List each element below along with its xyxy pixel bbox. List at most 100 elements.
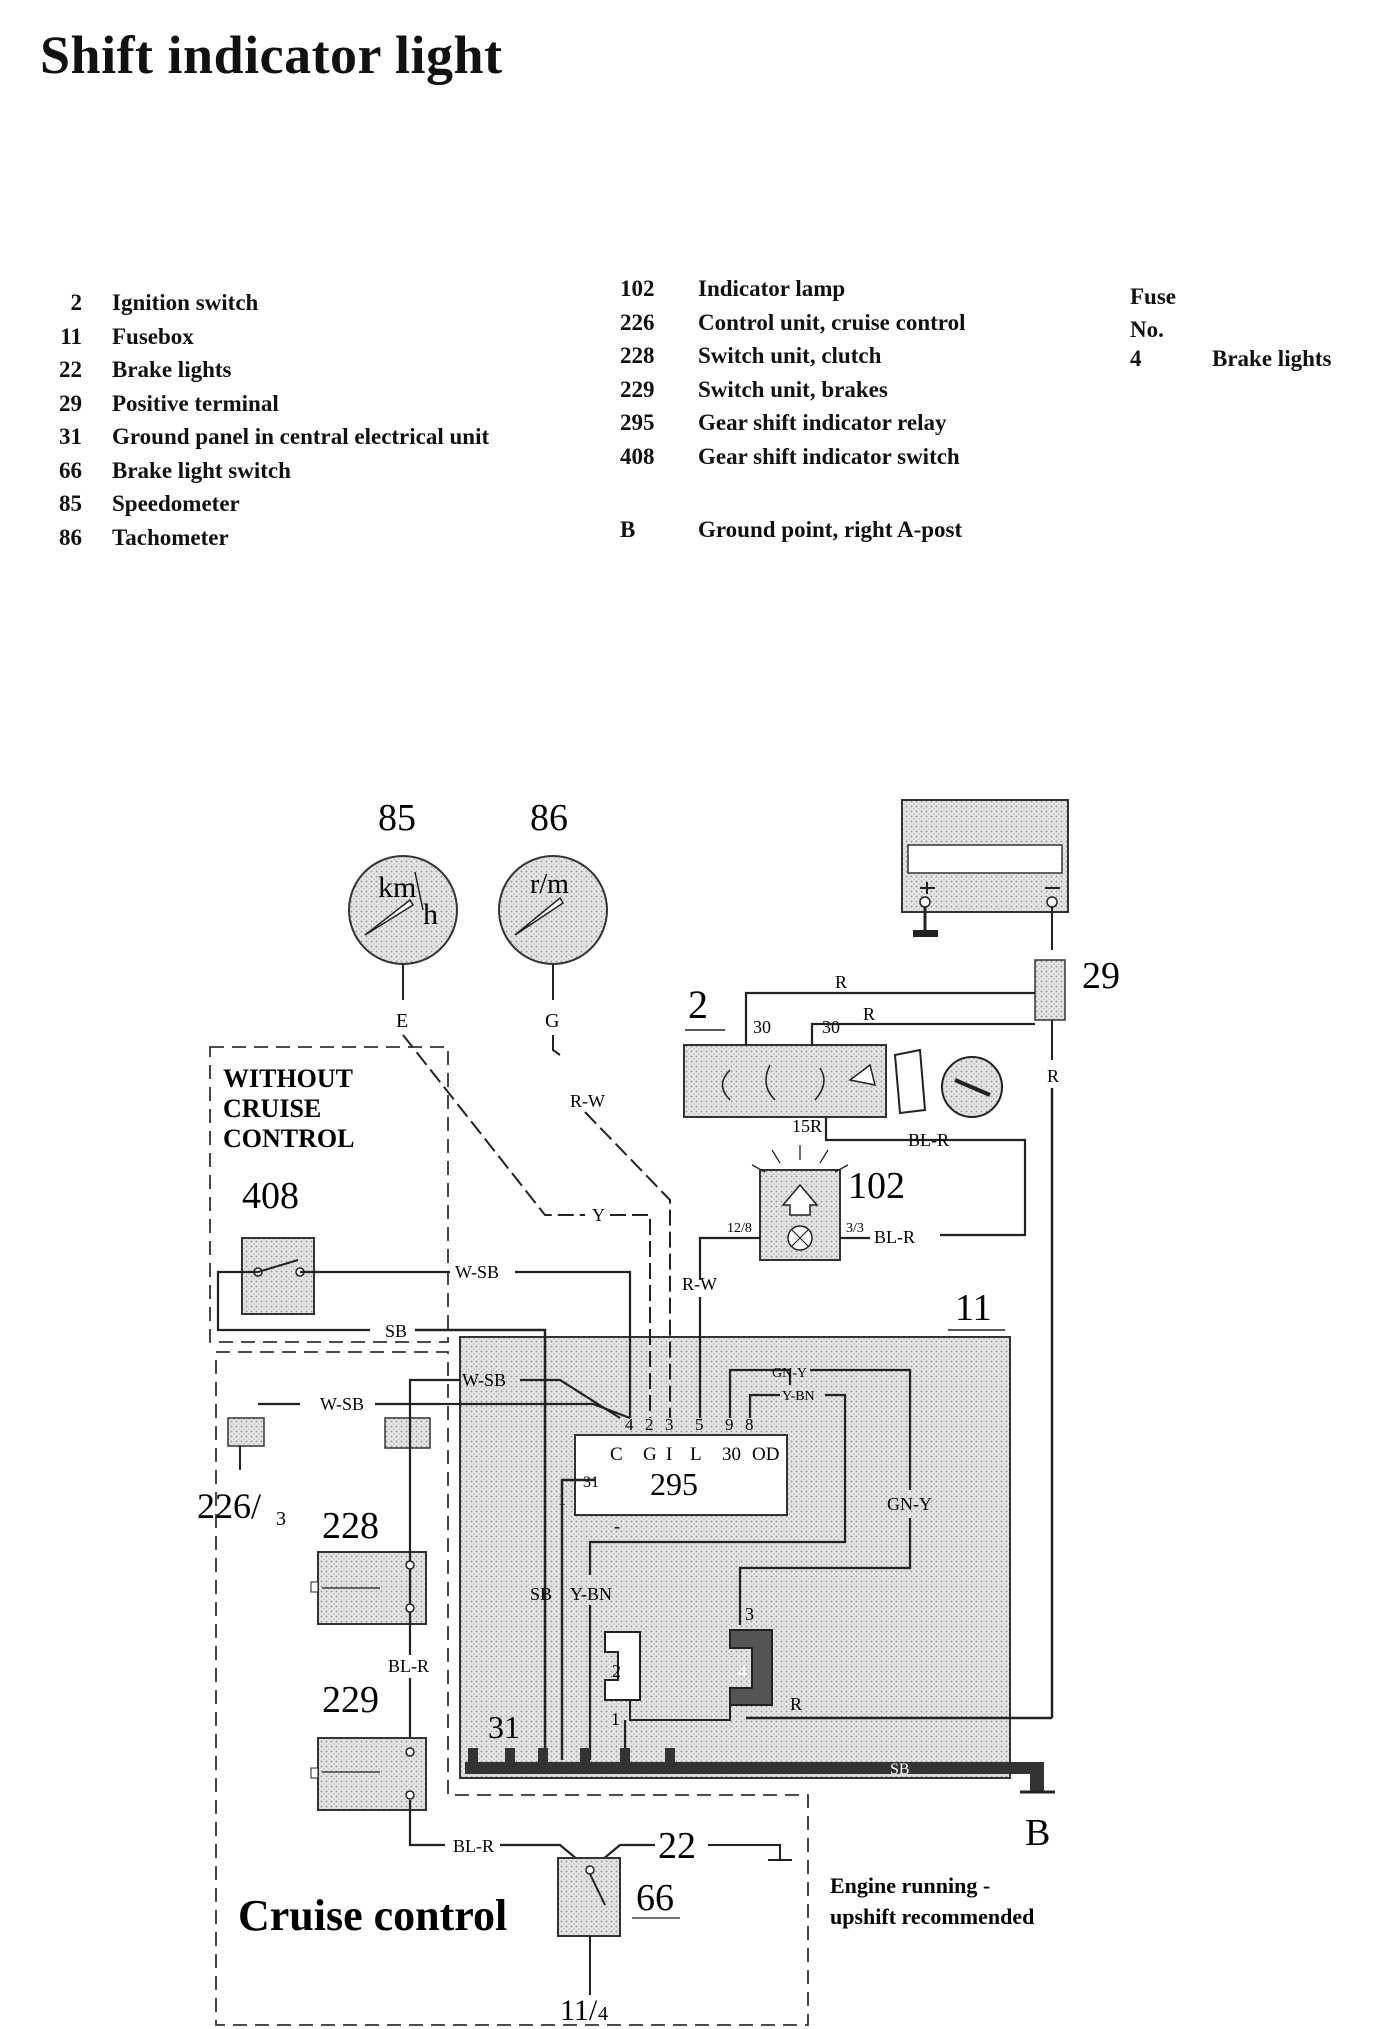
legend-item-label: Switch unit, brakes xyxy=(698,376,888,402)
legend-item-ground-point: B Ground point, right A-post xyxy=(620,517,1040,551)
wire-label-bl-r-3: BL-R xyxy=(388,1656,429,1676)
legend-item-label: Tachometer xyxy=(112,524,229,550)
fuse-number: 4 xyxy=(1130,346,1142,371)
connector-pin-2: 2 xyxy=(612,1661,621,1681)
fuse-11-4-label: 11/ xyxy=(560,1994,598,2027)
cruise-control-label: Cruise control xyxy=(238,1891,507,1940)
legend-item: 86 Tachometer xyxy=(40,525,580,559)
legend-item-label: Ground panel in central electrical unit xyxy=(112,424,490,449)
wire-label-sb-2: SB xyxy=(530,1584,552,1604)
relay-pin-number: 2 xyxy=(645,1415,654,1434)
legend-item-number: 22 xyxy=(59,357,82,382)
wire-label-y: Y xyxy=(592,1205,605,1225)
legend-item-label: Brake lights xyxy=(112,357,232,382)
legend-item-label: Switch unit, clutch xyxy=(698,343,882,368)
legend-item-number: 229 xyxy=(620,376,655,402)
relay-pin-number: 5 xyxy=(695,1415,704,1434)
without-cruise-label-1: WITHOUT xyxy=(223,1064,353,1093)
lamp-pin-12-8: 12/8 xyxy=(727,1221,752,1236)
legend-item: 11 Fusebox xyxy=(40,324,580,358)
legend-item: 22 Brake lights xyxy=(40,357,580,391)
legend-item-number: 86 xyxy=(59,524,82,550)
legend-item: 85 Speedometer xyxy=(40,491,580,525)
relay-dash: - xyxy=(614,1516,620,1536)
tachometer-pin-g: G xyxy=(545,1010,559,1032)
legend-item-number: 102 xyxy=(620,276,655,301)
relay-pin-number: 3 xyxy=(665,1415,674,1434)
legend-item-number: B xyxy=(620,517,636,542)
legend-item-label: Speedometer xyxy=(112,491,240,516)
wire-label-sb-3: SB xyxy=(890,1761,910,1778)
positive-terminal xyxy=(1034,959,1066,1021)
connector-pin-4: 4 xyxy=(738,1661,747,1681)
relay-pin-letter: 30 xyxy=(722,1444,741,1465)
relay-pin-letter: C xyxy=(610,1444,623,1465)
brake-light-switch-number: 66 xyxy=(636,1877,674,1919)
wire-label-bl-r-4: BL-R xyxy=(453,1836,494,1856)
legend-item-label: Ground point, right A-post xyxy=(698,517,963,542)
wire-label-gn-y-1: GN-Y xyxy=(772,1366,807,1381)
without-cruise-box xyxy=(209,1046,449,1343)
wire-label-r-3: R xyxy=(863,1004,875,1024)
wire-label-w-sb-1: W-SB xyxy=(455,1262,499,1282)
wire-label-r-2: R xyxy=(835,972,847,992)
ignition-pin-30b: 30 xyxy=(822,1017,840,1037)
fuse-heading-2: No. xyxy=(1130,317,1164,342)
without-cruise-label-3: CONTROL xyxy=(223,1124,354,1153)
tachometer-rm: r/m xyxy=(530,869,569,900)
brake-lights-number: 22 xyxy=(658,1825,696,1867)
fuse-11-4-sub: 4 xyxy=(598,2003,608,2025)
connector-pin-3: 3 xyxy=(745,1604,754,1624)
legend-item-label: Control unit, cruise control xyxy=(698,309,966,335)
speedometer-pin-e: E xyxy=(396,1010,408,1032)
fuse-heading-1: Fuse xyxy=(1130,284,1176,309)
legend-fuse: Fuse No. 4 Brake lights xyxy=(1130,280,1370,379)
legend-item-label: Fusebox xyxy=(112,323,194,349)
legend-item-number: 228 xyxy=(620,343,655,368)
legend-item-number: 85 xyxy=(59,491,82,516)
legend-item-number: 2 xyxy=(70,290,83,315)
relay-number: 295 xyxy=(650,1466,698,1502)
wire-label-r-w-1: R-W xyxy=(570,1091,605,1111)
indicator-lamp-number: 102 xyxy=(848,1165,905,1207)
switch-408-number: 408 xyxy=(242,1175,299,1217)
wire-label-r-w-2: R-W xyxy=(682,1274,717,1294)
legend-item-number: 11 xyxy=(60,323,82,349)
up-arrow-icon xyxy=(781,1183,819,1216)
lamp-pin-3-3: 3/3 xyxy=(846,1221,864,1236)
gear-shift-relay xyxy=(574,1434,788,1516)
legend-item-number: 29 xyxy=(59,390,82,416)
legend-item-label: Gear shift indicator relay xyxy=(698,410,947,435)
switch-229-number: 229 xyxy=(322,1679,379,1721)
ignition-pin-15r: 15R xyxy=(792,1116,822,1136)
relay-pin-letter: L xyxy=(690,1444,702,1465)
ignition-pin-30a: 30 xyxy=(753,1017,771,1037)
legend-item: 228 Switch unit, clutch xyxy=(620,343,1040,377)
legend-item-label: Ignition switch xyxy=(112,290,259,315)
wire-label-w-sb-3: W-SB xyxy=(462,1370,506,1390)
speedometer-km: km xyxy=(378,871,416,904)
legend-item-number: 408 xyxy=(620,443,655,469)
connector-3-4 xyxy=(729,1629,773,1706)
relay-pin-letter: OD xyxy=(752,1444,779,1465)
wire-label-bl-r-1: BL-R xyxy=(908,1130,949,1150)
connector-1-2 xyxy=(604,1631,641,1701)
wire-label-y-bn-2: Y-BN xyxy=(570,1584,612,1604)
legend-item: 2 Ignition switch xyxy=(40,290,580,324)
wire-label-bl-r-2: BL-R xyxy=(874,1227,915,1247)
note-line-2: upshift recommended xyxy=(830,1904,1034,1929)
wire-label-r-4: R xyxy=(1047,1066,1059,1086)
page-title: Shift indicator light xyxy=(40,25,503,85)
note-line-1: Engine running - xyxy=(830,1873,990,1898)
relay-pin-number: 8 xyxy=(745,1415,754,1434)
ground-point-b: B xyxy=(1025,1812,1050,1854)
fusebox-number: 11 xyxy=(955,1287,992,1329)
